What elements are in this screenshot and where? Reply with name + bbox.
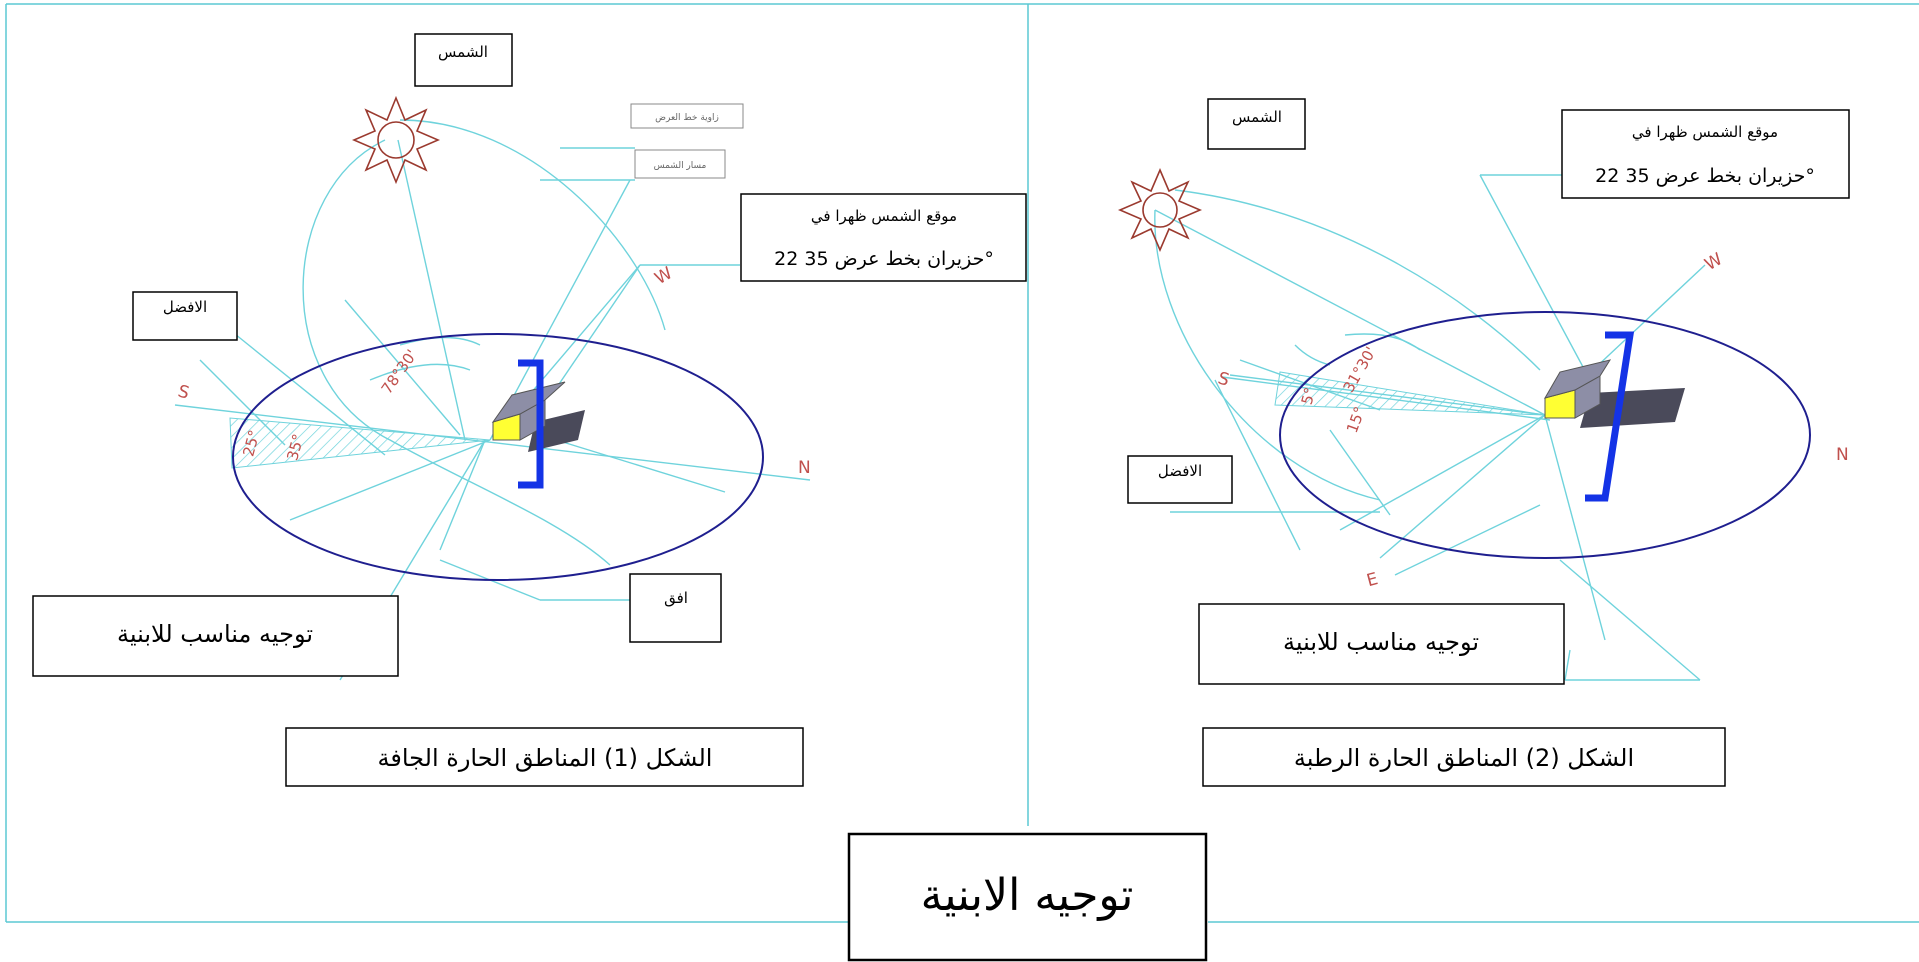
figure-1-sun-label: الشمس bbox=[438, 43, 488, 61]
figure-2-sun-position-line2: 22 حزيران بخط عرض 35° bbox=[1595, 165, 1815, 187]
figure-1-horizon-ellipse bbox=[232, 333, 764, 581]
figure-2-sun-label-box: الشمس bbox=[1207, 98, 1306, 150]
figure-2-sun-position-line1: موقع الشمس ظهرا في bbox=[1632, 123, 1778, 142]
figure-1-sun-label-box: الشمس bbox=[414, 33, 513, 87]
page-frame bbox=[5, 3, 1919, 923]
figure-1-sun-icon bbox=[351, 95, 441, 185]
figure-1: S N W 78°30' 25° 35° الشمس زاوية خط العر… bbox=[32, 33, 1027, 787]
main-title: توجيه الابنية bbox=[921, 870, 1134, 921]
figure-1-latitude-angle-box: زاوية خط العرض bbox=[630, 103, 744, 129]
figure-1-dir-n: N bbox=[798, 458, 811, 478]
figure-1-caption-box: الشكل (1) المناطق الحارة الجافة bbox=[285, 727, 804, 787]
figure-1-dir-s: S bbox=[176, 382, 192, 404]
figure-2-angle-b: 15° bbox=[1343, 404, 1369, 435]
figure-2-best-label: الافضل bbox=[1158, 462, 1202, 480]
figure-1-orientation-label: توجيه مناسب للابنية bbox=[117, 620, 313, 648]
figure-2-dir-s: S bbox=[1216, 369, 1232, 391]
figure-2: S N W E 31°30' 5° 15° الشمس موقع الشمس ظ… bbox=[1117, 98, 1850, 787]
figure-2-best-box: الافضل bbox=[1127, 455, 1233, 504]
figure-1-sun-position-line1: موقع الشمس ظهرا في bbox=[811, 207, 957, 226]
figure-1-best-sector bbox=[229, 417, 491, 469]
figure-1-dir-w: W bbox=[651, 263, 676, 289]
figure-2-dir-e: E bbox=[1365, 569, 1381, 591]
figure-2-dir-w: W bbox=[1701, 249, 1726, 275]
figure-1-sun-path-box: مسار الشمس bbox=[634, 149, 726, 179]
figure-1-wall-icon bbox=[518, 359, 544, 489]
figure-2-orientation-box: توجيه مناسب للابنية bbox=[1198, 603, 1565, 685]
figure-2-caption-box: الشكل (2) المناطق الحارة الرطبة bbox=[1202, 727, 1726, 787]
figure-1-orientation-box: توجيه مناسب للابنية bbox=[32, 595, 399, 677]
figure-2-horizon-ellipse bbox=[1279, 311, 1811, 559]
figure-1-guide-lines bbox=[174, 119, 811, 681]
figure-2-sun-label: الشمس bbox=[1232, 108, 1282, 126]
figure-1-caption: الشكل (1) المناطق الحارة الجافة bbox=[378, 744, 713, 772]
figure-2-building-icon bbox=[1543, 359, 1685, 428]
figure-1-horizon-box: افق bbox=[629, 573, 722, 643]
figure-1-latitude-angle-label: زاوية خط العرض bbox=[655, 113, 719, 123]
figure-1-sun-position-box: موقع الشمس ظهرا في 22 حزيران بخط عرض 35° bbox=[740, 193, 1027, 282]
figure-1-sun-position-line2: 22 حزيران بخط عرض 35° bbox=[774, 248, 994, 270]
figure-2-dir-n: N bbox=[1836, 445, 1849, 465]
figure-2-sun-icon bbox=[1117, 167, 1203, 253]
figure-2-orientation-label: توجيه مناسب للابنية bbox=[1283, 628, 1479, 656]
figure-2-sun-position-box: موقع الشمس ظهرا في 22 حزيران بخط عرض 35° bbox=[1561, 109, 1850, 199]
figure-1-horizon-label: افق bbox=[664, 589, 688, 607]
figure-2-caption: الشكل (2) المناطق الحارة الرطبة bbox=[1294, 744, 1634, 772]
main-title-box: توجيه الابنية bbox=[847, 832, 1208, 962]
figure-1-best-label: الافضل bbox=[163, 298, 207, 316]
figure-1-angle-main: 78°30' bbox=[378, 346, 421, 397]
figure-2-wall-icon bbox=[1585, 331, 1635, 502]
figure-2-best-sector bbox=[1274, 371, 1546, 416]
figure-1-sun-path-label: مسار الشمس bbox=[654, 161, 707, 171]
figure-1-best-box: الافضل bbox=[132, 291, 238, 341]
figure-2-angle-a: 5° bbox=[1298, 386, 1320, 407]
